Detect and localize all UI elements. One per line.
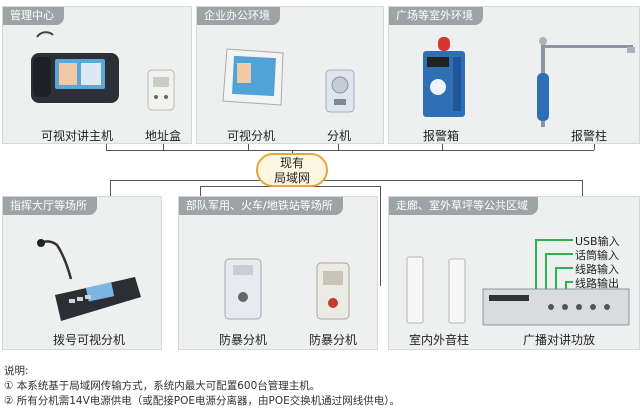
notes: 说明: ① 本系统基于局域网传输方式，系统内最大可配置600台管理主机。 ② 所… [4,364,400,409]
label-indoor-speaker: 室内外音柱 [409,333,470,347]
panel-lobby: 指挥大厅等场所 拨号可视分机 [2,196,162,350]
label-explosion-extension-2: 防暴分机 [309,333,358,347]
wire-top-bus [106,150,594,151]
wire-military-loop-right [380,186,381,286]
address-box-icon [147,69,175,111]
label-video-host: 可视对讲主机 [41,129,114,143]
notes-item-1: ① 本系统基于局域网传输方式，系统内最大可配置600台管理主机。 [4,380,321,392]
alarm-box-icon [423,37,465,117]
label-address-box: 地址盒 [145,129,182,143]
wire-node-up [292,150,293,154]
label-extension: 分机 [327,129,352,143]
explosion-proof-phone-icon-2 [316,262,350,320]
wall-extension-icon [325,69,355,113]
panel-management: 管理中心 可视对讲主机 地址盒 [2,6,192,144]
port-line-h-2 [545,253,573,255]
port-line-h-4 [565,281,573,283]
panel-title-military: 部队军用、火车/地铁站等场所 [179,197,343,215]
label-broadcast-amplifier: 广播对讲功放 [523,333,596,347]
wire-drop-vext [248,140,249,150]
tablet-extension-icon [222,48,284,106]
panel-square: 广场等室外环境 报警箱 报警柱 [388,6,640,144]
panel-military: 部队军用、火车/地铁站等场所 防暴分机 防暴分机 [178,196,378,350]
port-line-vertical-1 [535,239,537,289]
lan-node-line2: 局域网 [273,171,310,185]
label-alarm-box: 报警箱 [423,129,460,143]
label-explosion-extension-1: 防暴分机 [219,333,268,347]
panel-title-management: 管理中心 [3,7,64,25]
panel-title-corridor: 走廊、室外草坪等公共区域 [389,197,538,215]
wire-corridor-down [582,180,583,196]
label-dial-video-extension: 拨号可视分机 [53,333,126,347]
wire-drop-ext [338,140,339,150]
wire-drop-addr [163,140,164,150]
desk-mic-phone-icon [37,239,141,321]
label-alarm-pillar: 报警柱 [571,129,608,143]
port-line-h-1 [535,239,573,241]
port-line-vertical-4 [565,281,567,289]
port-line-h-3 [555,267,573,269]
port-line-output: 线路输出 [575,277,619,290]
wire-mid-bus [110,180,582,181]
lan-node-line1: 现有 [279,156,304,170]
panel-title-square: 广场等室外环境 [389,7,483,25]
explosion-proof-phone-icon-1 [224,258,262,320]
port-usb-input: USB输入 [575,235,620,248]
wire-drop-host [106,140,107,150]
label-video-extension: 可视分机 [227,129,276,143]
notes-title: 说明: [4,365,29,377]
alarm-pillar-icon [537,37,635,127]
panel-title-office: 企业办公环境 [197,7,280,25]
port-line-input: 线路输入 [575,263,619,276]
column-speaker-icon [406,256,466,324]
panel-corridor: 走廊、室外草坪等公共区域 USB输入 话筒输入 线路输入 线路输出 室内外音柱 … [388,196,640,350]
amplifier-icon [482,288,630,326]
panel-title-lobby: 指挥大厅等场所 [3,197,97,215]
notes-item-2: ② 所有分机需14V电源供电（或配接POE电源分离器，由POE交换机通过网线供电… [4,395,401,407]
port-line-vertical-3 [555,267,557,289]
panel-office: 企业办公环境 可视分机 分机 [196,6,384,144]
port-mic-input: 话筒输入 [575,249,619,262]
wire-drop-pillar [594,140,595,150]
phone-icon [31,31,119,103]
wire-drop-box [442,140,443,150]
wire-lobby-down [110,180,111,196]
port-line-vertical-2 [545,253,547,289]
lan-node: 现有 局域网 [256,153,328,187]
